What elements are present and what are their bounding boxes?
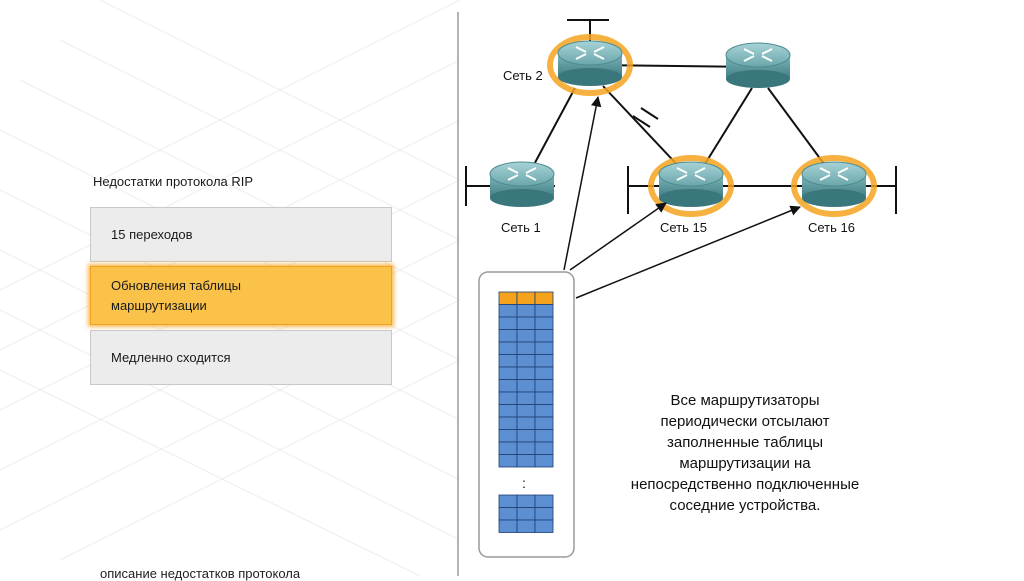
table-cell: [498, 354, 518, 368]
router-net16[interactable]: [801, 161, 867, 208]
table-cell: [534, 329, 554, 343]
routing-table-ellipsis: :: [522, 475, 526, 491]
table-cell: [516, 354, 536, 368]
table-cell: [498, 454, 518, 468]
router-net1[interactable]: [489, 161, 555, 208]
table-cell: [534, 416, 554, 430]
network-diagram: Сеть 2 Сеть 1 Сеть 15 Сеть 16 :: [465, 19, 897, 558]
table-cell: [516, 429, 536, 443]
menu-item-slow-convergence[interactable]: Медленно сходится: [90, 330, 392, 385]
table-cell: [516, 404, 536, 418]
routing-table: [498, 291, 554, 533]
link-r2-r15: [602, 85, 685, 173]
table-cell: [534, 507, 554, 521]
table-cell: [516, 441, 536, 455]
table-cell: [516, 316, 536, 330]
table-cell: [534, 519, 554, 533]
table-cell: [534, 454, 554, 468]
link-r2-r1: [529, 87, 576, 173]
table-cell: [534, 379, 554, 393]
table-cell: [534, 304, 554, 318]
bottom-cut-text: описание недостатков протокола: [100, 566, 301, 581]
table-cell: [498, 329, 518, 343]
table-header-cell: [498, 291, 518, 305]
table-cell: [534, 404, 554, 418]
link-break-mark: [632, 115, 651, 128]
table-cell: [498, 416, 518, 430]
menu-item-label: Обновления таблицы маршрутизации: [111, 277, 242, 313]
table-cell: [516, 379, 536, 393]
table-cell: [498, 304, 518, 318]
table-cell: [516, 341, 536, 355]
menu-item-label: Медленно сходится: [111, 349, 231, 365]
router-label-net1: Сеть 1: [501, 220, 541, 235]
panel-divider: [457, 12, 459, 576]
table-cell: [516, 494, 536, 508]
table-cell: [516, 366, 536, 380]
table-cell: [498, 316, 518, 330]
menu-item-label: 15 переходов: [111, 226, 193, 242]
table-cell: [498, 507, 518, 521]
table-cell: [534, 341, 554, 355]
table-cell: [534, 354, 554, 368]
table-header-cell: [516, 291, 536, 305]
table-cell: [534, 441, 554, 455]
router-net15[interactable]: [658, 161, 724, 208]
panel-title: Недостатки протокола RIP: [93, 174, 254, 189]
table-cell: [516, 329, 536, 343]
table-cell: [516, 391, 536, 405]
table-cell: [534, 316, 554, 330]
arrow-to-net16: [575, 205, 801, 299]
router-net2[interactable]: [557, 40, 623, 87]
arrow-to-net15: [569, 202, 667, 271]
table-header-cell: [534, 291, 554, 305]
table-cell: [534, 429, 554, 443]
table-cell: [516, 507, 536, 521]
table-cell: [498, 429, 518, 443]
table-cell: [498, 391, 518, 405]
table-cell: [516, 454, 536, 468]
table-cell: [498, 441, 518, 455]
arrow-to-net2: [563, 95, 602, 271]
table-cell: [534, 366, 554, 380]
table-cell: [498, 379, 518, 393]
router-label-net16: Сеть 16: [808, 220, 855, 235]
table-cell: [498, 404, 518, 418]
table-cell: [498, 341, 518, 355]
menu-item-routing-updates[interactable]: Обновления таблицы маршрутизации: [90, 266, 392, 325]
router-label-net2: Сеть 2: [503, 68, 543, 83]
router-top-right[interactable]: [725, 42, 791, 89]
table-cell: [516, 519, 536, 533]
table-cell: [516, 304, 536, 318]
table-cell: [498, 519, 518, 533]
menu-item-15-hops[interactable]: 15 переходов: [90, 207, 392, 262]
table-cell: [498, 366, 518, 380]
table-cell: [534, 494, 554, 508]
diagram-caption: Все маршрутизаторы периодически отсылают…: [630, 392, 860, 514]
table-cell: [534, 391, 554, 405]
table-cell: [498, 494, 518, 508]
router-label-net15: Сеть 15: [660, 220, 707, 235]
table-cell: [516, 416, 536, 430]
